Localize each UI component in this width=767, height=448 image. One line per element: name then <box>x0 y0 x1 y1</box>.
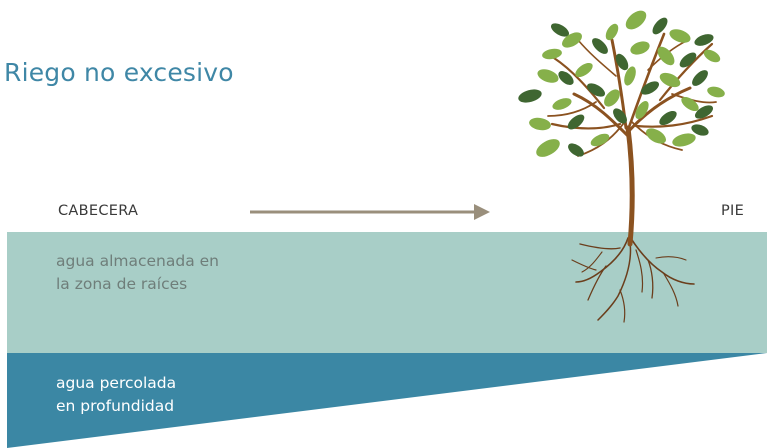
diagram-title: Riego no excesivo <box>4 58 234 87</box>
percolation-wedge <box>7 353 767 448</box>
arrow-right-icon <box>250 204 490 220</box>
percolated-water-line-2: en profundidad <box>56 397 175 415</box>
tree-leaves <box>518 10 725 157</box>
label-cabecera: CABECERA <box>58 203 139 219</box>
roots <box>571 237 695 323</box>
stored-water-line-1: agua almacenada en <box>56 252 219 270</box>
stored-water-line-2: la zona de raíces <box>56 275 188 293</box>
percolated-water-label: agua percolada en profundidad <box>56 372 176 418</box>
stored-water-label: agua almacenada en la zona de raíces <box>56 250 219 296</box>
label-pie: PIE <box>721 203 745 219</box>
percolated-water-line-1: agua percolada <box>56 374 177 392</box>
tree-trunk <box>547 32 717 247</box>
